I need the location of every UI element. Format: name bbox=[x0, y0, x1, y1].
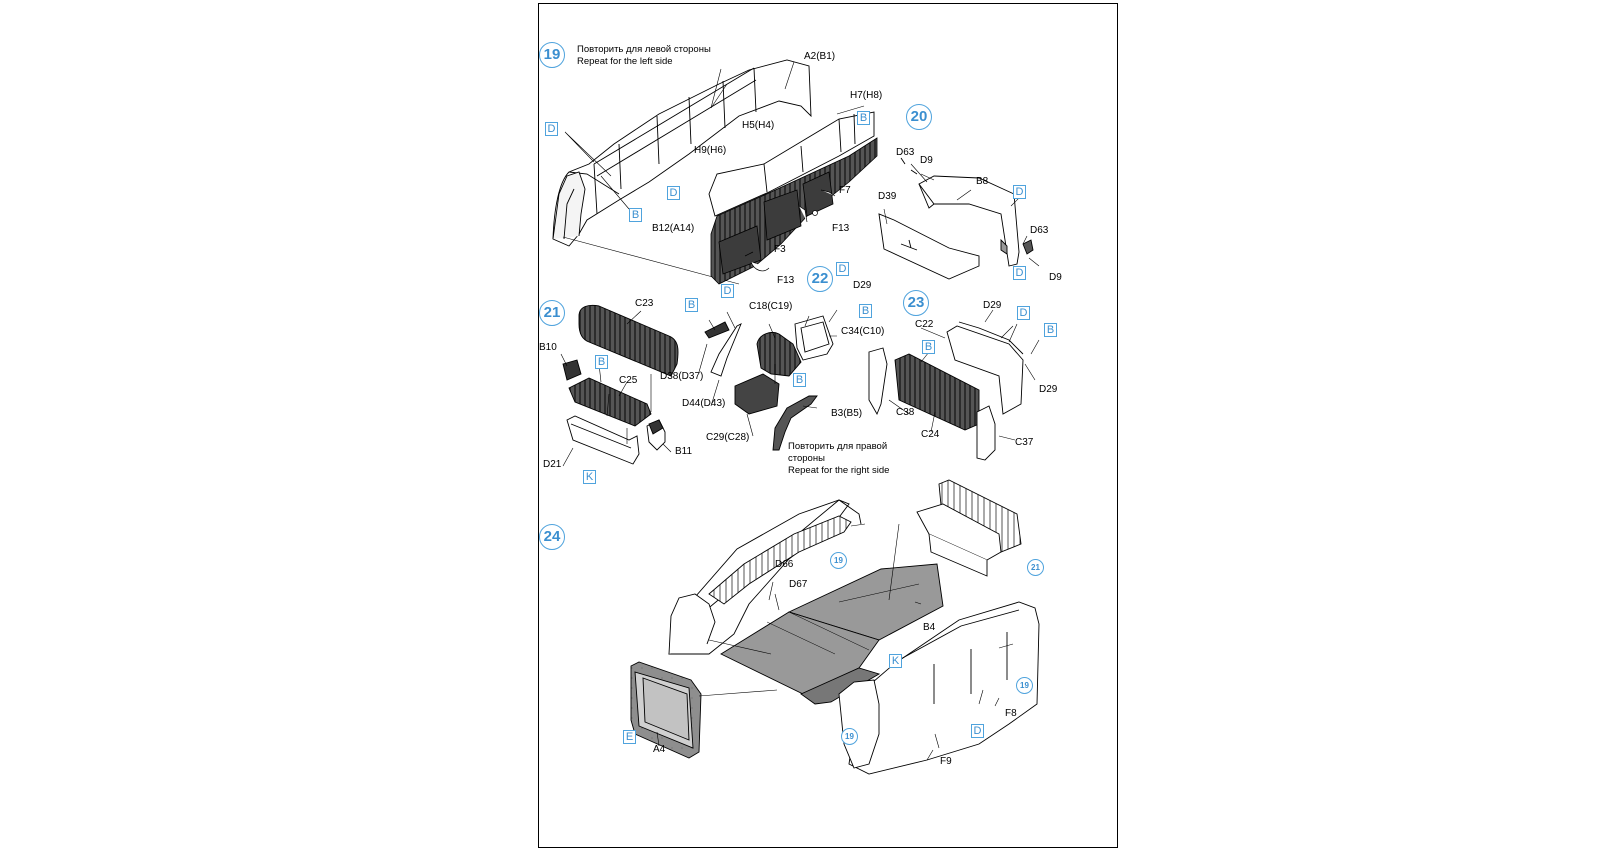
part-label-c34: C34(C10) bbox=[841, 326, 885, 337]
step22-seat bbox=[704, 315, 834, 451]
part-label-h9: H9(H6) bbox=[694, 145, 727, 156]
part-label-b8: B8 bbox=[976, 176, 989, 187]
paint-code-d: D bbox=[667, 186, 680, 200]
step24-right-side bbox=[838, 601, 1040, 775]
assembly-illustration bbox=[552, 59, 1040, 775]
part-label-d21: D21 bbox=[543, 459, 562, 470]
paint-code-k: K bbox=[583, 470, 596, 484]
part-label-f9: F9 bbox=[940, 756, 952, 767]
step24-rear-seat bbox=[916, 479, 1022, 577]
paint-code-b: B bbox=[922, 340, 935, 354]
paint-code-k: K bbox=[889, 654, 902, 668]
paint-code-b: B bbox=[793, 373, 806, 387]
step20-cab-back bbox=[878, 157, 1034, 280]
step-number-23: 23 bbox=[903, 290, 929, 316]
step-number-22: 22 bbox=[807, 266, 833, 292]
part-label-b11: B11 bbox=[675, 446, 693, 457]
part-label-d29: D29 bbox=[853, 280, 872, 291]
step-number-20: 20 bbox=[906, 104, 932, 130]
step19-dark-panel bbox=[710, 137, 878, 285]
paint-code-d: D bbox=[1017, 306, 1030, 320]
part-label-d29-upper: D29 bbox=[983, 300, 1002, 311]
paint-code-d: D bbox=[1013, 266, 1026, 280]
paint-code-d: D bbox=[545, 122, 558, 136]
part-label-f3: F3 bbox=[774, 244, 786, 255]
step24-left-side bbox=[668, 499, 862, 655]
part-label-f13-upper: F13 bbox=[832, 223, 850, 234]
part-label-f7: F7 bbox=[839, 185, 851, 196]
step24-floor-details bbox=[766, 583, 920, 655]
step20-leaders bbox=[883, 163, 1040, 267]
step-reference-19: 19 bbox=[830, 552, 847, 569]
part-label-d44: D44(D43) bbox=[682, 398, 726, 409]
paint-code-b: B bbox=[857, 111, 870, 125]
part-label-c37: C37 bbox=[1015, 437, 1034, 448]
part-label-c18: C18(C19) bbox=[749, 301, 793, 312]
step23-seat bbox=[868, 321, 1024, 461]
step24-tailgate bbox=[630, 661, 702, 759]
part-label-c29: C29(C28) bbox=[706, 432, 750, 443]
step-reference-19: 19 bbox=[841, 728, 858, 745]
part-label-d29-lower: D29 bbox=[1039, 384, 1058, 395]
step22-note-ru-2: стороны bbox=[788, 453, 825, 464]
step-number-24: 24 bbox=[539, 524, 565, 550]
paint-code-b: B bbox=[859, 304, 872, 318]
part-label-d63-lower: D63 bbox=[1030, 225, 1049, 236]
part-label-c23: C23 bbox=[635, 298, 654, 309]
part-label-f8: F8 bbox=[1005, 708, 1017, 719]
part-label-a4: A4 bbox=[653, 744, 666, 755]
step21-seat bbox=[562, 304, 679, 465]
part-label-d67: D67 bbox=[789, 579, 808, 590]
part-label-d9-upper: D9 bbox=[920, 155, 933, 166]
part-label-f13-lower: F13 bbox=[777, 275, 795, 286]
instruction-sheet: 19 20 21 22 23 24 Повторить для левой ст… bbox=[538, 3, 1118, 848]
paint-code-b: B bbox=[595, 355, 608, 369]
step24-leaders bbox=[656, 523, 1014, 761]
step22-note-ru-1: Повторить для правой bbox=[788, 441, 888, 452]
step19-note-ru: Повторить для левой стороны bbox=[577, 44, 711, 55]
paint-code-d: D bbox=[836, 262, 849, 276]
part-label-b10: B10 bbox=[539, 342, 557, 353]
part-label-h5: H5(H4) bbox=[742, 120, 775, 131]
step19-small-parts bbox=[744, 189, 836, 272]
part-label-b12: B12(A14) bbox=[652, 223, 695, 234]
paint-code-d: D bbox=[1013, 185, 1026, 199]
part-label-b3: B3(B5) bbox=[831, 408, 863, 419]
part-label-b4: B4 bbox=[923, 622, 936, 633]
part-label-a2: A2(B1) bbox=[804, 51, 836, 62]
step-reference-21: 21 bbox=[1027, 559, 1044, 576]
part-label-d9-lower: D9 bbox=[1049, 272, 1062, 283]
part-label-d38: D38(D37) bbox=[660, 371, 704, 382]
step24-floor bbox=[720, 563, 944, 705]
paint-code-d: D bbox=[971, 724, 984, 738]
step-number-19: 19 bbox=[539, 42, 565, 68]
part-label-c22: C22 bbox=[915, 319, 934, 330]
step22-leaders bbox=[698, 309, 838, 437]
part-label-c25: C25 bbox=[619, 375, 638, 386]
part-label-c38: C38 bbox=[896, 407, 915, 418]
step19-body-side bbox=[552, 59, 812, 247]
step19-note-en: Repeat for the left side bbox=[577, 56, 673, 67]
step-reference-19: 19 bbox=[1016, 677, 1033, 694]
step21-leaders bbox=[560, 310, 672, 467]
paint-code-d: D bbox=[721, 284, 734, 298]
step-number-21: 21 bbox=[539, 300, 565, 326]
part-label-c24: C24 bbox=[921, 429, 940, 440]
part-label-d39: D39 bbox=[878, 191, 897, 202]
paint-code-e: E bbox=[623, 730, 636, 744]
paint-code-b: B bbox=[1044, 323, 1057, 337]
part-label-d66: D66 bbox=[775, 559, 794, 570]
step23-leaders bbox=[888, 309, 1040, 441]
paint-code-b: B bbox=[629, 208, 642, 222]
step19-inner-panels bbox=[708, 111, 875, 217]
step22-note-en: Repeat for the right side bbox=[788, 465, 890, 476]
paint-code-b: B bbox=[685, 298, 698, 312]
part-label-d63-upper: D63 bbox=[896, 147, 915, 158]
part-label-h7: H7(H8) bbox=[850, 90, 883, 101]
